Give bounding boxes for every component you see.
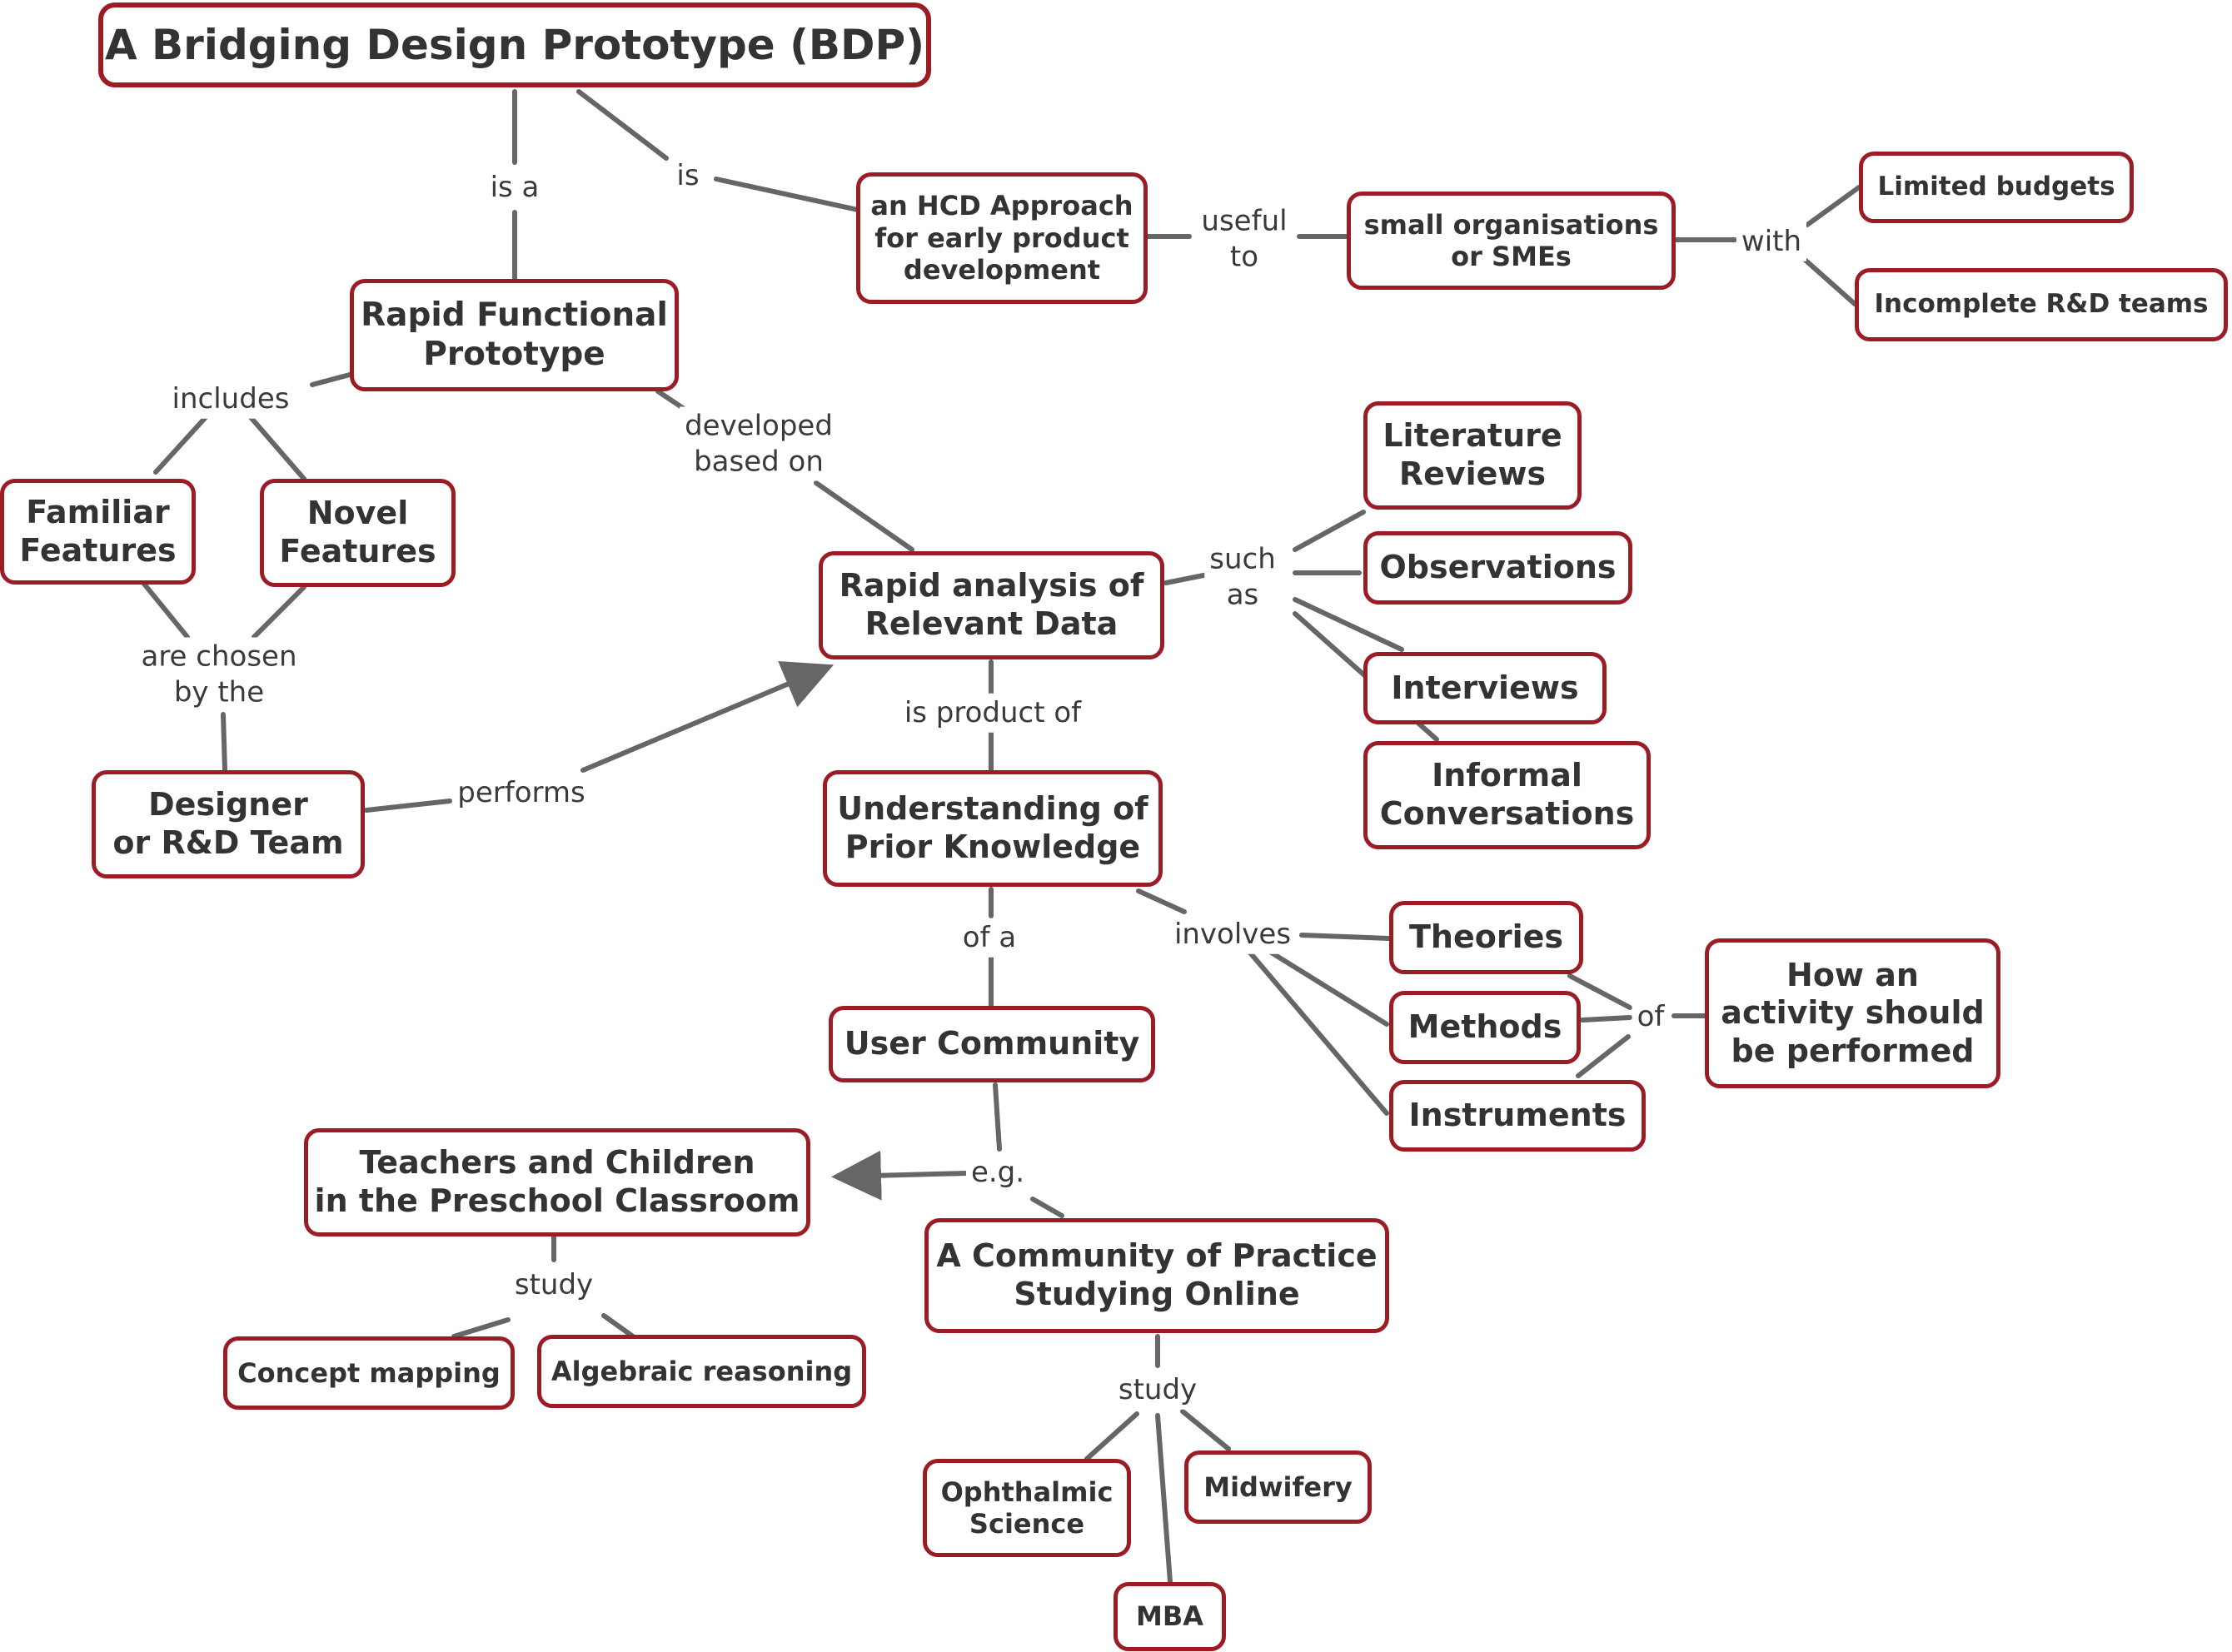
node-interviews[interactable]: Interviews	[1363, 652, 1607, 724]
connector-arrow	[831, 1150, 969, 1201]
link-label-eg: e.g.	[965, 1152, 1030, 1192]
connector	[1801, 256, 1857, 306]
link-label-is: is	[671, 156, 705, 196]
link-label-with: with	[1736, 221, 1807, 261]
link-label-is-a: is a	[485, 167, 545, 207]
link-label-includes: includes	[167, 379, 295, 419]
node-rapid-analysis[interactable]: Rapid analysis of Relevant Data	[819, 551, 1164, 659]
title-node[interactable]: A Bridging Design Prototype (BDP)	[98, 2, 931, 87]
node-mba[interactable]: MBA	[1114, 1582, 1226, 1651]
link-label-of: of	[1632, 997, 1670, 1037]
connector	[1293, 597, 1404, 652]
link-label-study-community: study	[1113, 1370, 1203, 1410]
node-familiar-features[interactable]: Familiar Features	[0, 479, 196, 585]
connector	[1247, 949, 1389, 1116]
connector	[364, 799, 452, 813]
node-rapid-functional-prototype[interactable]: Rapid Functional Prototype	[350, 279, 679, 391]
connector	[1180, 1409, 1231, 1451]
node-informal-conversations[interactable]: Informal Conversations	[1363, 741, 1651, 849]
node-instruments[interactable]: Instruments	[1389, 1080, 1646, 1152]
link-label-developed-based-on: developed based on	[680, 406, 838, 481]
node-incomplete-rd-teams[interactable]: Incomplete R&D teams	[1855, 268, 2228, 341]
node-user-community[interactable]: User Community	[829, 1006, 1155, 1082]
node-hcd-approach[interactable]: an HCD Approach for early product develo…	[856, 172, 1148, 304]
connector	[1136, 888, 1187, 914]
node-limited-budgets[interactable]: Limited budgets	[1859, 152, 2134, 223]
node-ophthalmic-science[interactable]: Ophthalmic Science	[923, 1459, 1131, 1557]
link-label-useful-to: useful to	[1196, 202, 1293, 276]
node-algebraic-reasoning[interactable]: Algebraic reasoning	[537, 1335, 866, 1408]
connector	[1299, 933, 1392, 941]
connector	[1084, 1411, 1139, 1461]
node-designer[interactable]: Designer or R&D Team	[92, 770, 365, 878]
node-observations[interactable]: Observations	[1363, 531, 1632, 605]
connector	[153, 414, 209, 475]
connector	[1030, 1197, 1064, 1218]
connector	[247, 414, 306, 481]
connector	[1263, 947, 1389, 1027]
node-midwifery[interactable]: Midwifery	[1184, 1450, 1372, 1524]
node-novel-features[interactable]: Novel Features	[260, 479, 456, 587]
node-literature-reviews[interactable]: Literature Reviews	[1363, 401, 1582, 510]
node-understanding[interactable]: Understanding of Prior Knowledge	[823, 770, 1163, 887]
node-small-organisations[interactable]: small organisations or SMEs	[1347, 192, 1676, 290]
connector	[1163, 572, 1210, 585]
connector	[1155, 1413, 1173, 1585]
link-label-is-product-of: is product of	[899, 693, 1087, 733]
connector	[655, 389, 685, 411]
connector	[601, 1313, 635, 1339]
node-methods[interactable]: Methods	[1389, 991, 1581, 1064]
connector	[141, 580, 190, 639]
link-label-are-chosen-by-the: are chosen by the	[136, 637, 302, 712]
node-how-activity[interactable]: How an activity should be performed	[1705, 938, 2000, 1088]
node-concept-mapping[interactable]: Concept mapping	[223, 1336, 515, 1410]
connector	[1580, 1015, 1632, 1023]
connector-arrow	[580, 660, 835, 773]
node-teachers-children[interactable]: Teachers and Children in the Preschool C…	[304, 1128, 810, 1237]
connector	[1567, 973, 1632, 1010]
link-label-performs: performs	[452, 773, 590, 813]
connector	[1805, 185, 1861, 227]
connector	[1576, 1034, 1631, 1078]
connector	[993, 1082, 1002, 1152]
connector	[814, 480, 914, 552]
connector	[1293, 510, 1366, 552]
link-label-study-teachers: study	[509, 1265, 599, 1305]
connector	[451, 1317, 511, 1339]
link-label-of-a: of a	[957, 918, 1022, 958]
connector	[714, 177, 860, 212]
connector	[221, 712, 227, 773]
link-label-involves: involves	[1168, 914, 1297, 954]
connector	[310, 372, 352, 387]
connector	[576, 89, 669, 161]
node-community-practice[interactable]: A Community of Practice Studying Online	[924, 1218, 1389, 1333]
connector	[252, 585, 306, 639]
node-theories[interactable]: Theories	[1389, 901, 1583, 974]
link-label-such-as: such as	[1204, 540, 1281, 615]
